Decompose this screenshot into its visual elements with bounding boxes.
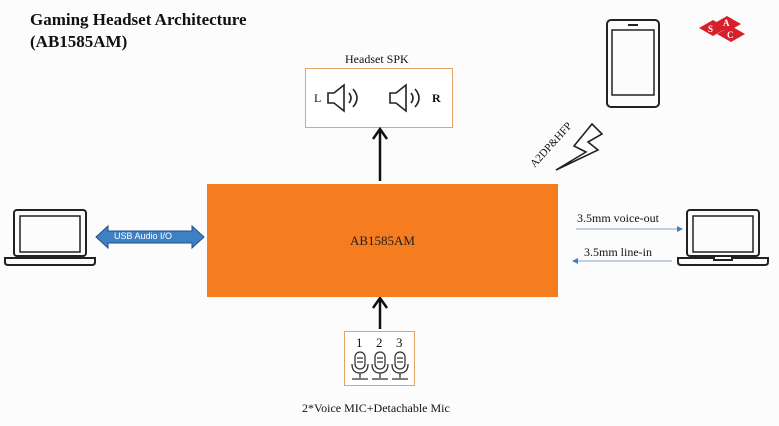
ab1585am-chip: AB1585AM [207,184,558,297]
arrow-up-from-mics [371,295,389,329]
line-in-label: 3.5mm line-in [584,245,652,259]
mic-number-1: 1 [356,335,363,350]
speaker-left-label: L [314,91,322,105]
mic-number-2: 2 [376,335,383,350]
usb-audio-label: USB Audio I/O [114,231,173,241]
laptop-right-icon [677,209,769,266]
microphone-3-icon [391,351,409,380]
title-line-1: Gaming Headset Architecture [30,10,247,29]
voice-out-label: 3.5mm voice-out [577,211,659,225]
speaker-right-label: R [432,91,441,105]
diagram-title: Gaming Headset Architecture (AB1585AM) [30,9,247,53]
headset-speaker-box: L R [305,68,453,128]
laptop-left-icon [4,209,96,266]
smartphone-icon [606,19,660,108]
arrow-up-to-speaker [371,126,389,181]
speaker-left-icon [327,83,358,113]
mic-label: 2*Voice MIC+Detachable Mic [302,401,450,415]
line-in-arrow [572,258,672,264]
speaker-label: Headset SPK [345,52,409,66]
microphone-1-icon [351,351,369,380]
svg-text:S: S [708,24,713,34]
usb-audio-arrow [95,224,205,250]
svg-text:C: C [727,30,734,40]
microphone-box: 1 2 3 [344,331,415,386]
mic-number-3: 3 [396,335,403,350]
microphone-2-icon [371,351,389,380]
speaker-right-icon [389,83,420,113]
voice-out-arrow [576,226,683,232]
title-line-2: (AB1585AM) [30,32,128,51]
sac-logo: S A C [699,16,745,42]
chip-label: AB1585AM [349,232,415,248]
wireless-bolt-icon [555,122,604,171]
svg-text:A: A [723,18,730,28]
